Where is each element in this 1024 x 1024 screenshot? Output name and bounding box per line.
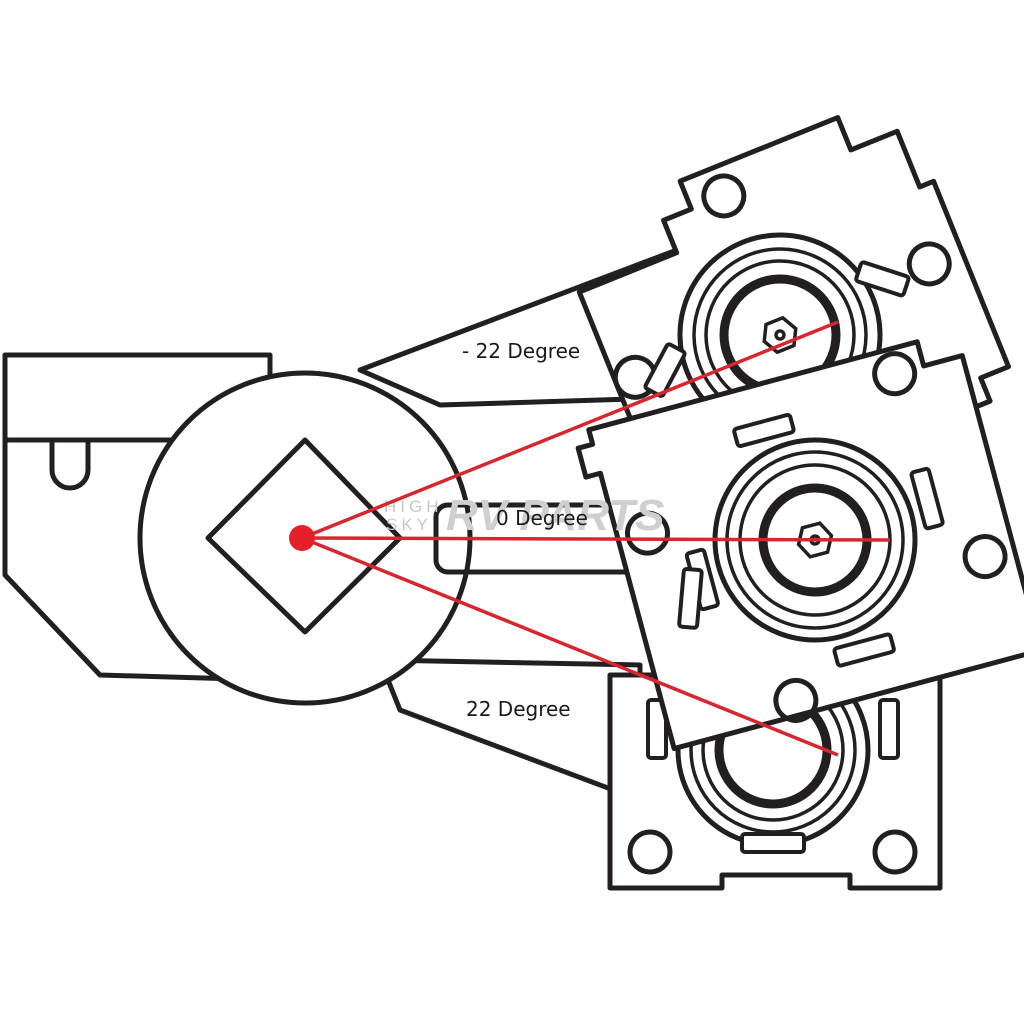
bolt-hole [701, 173, 747, 219]
square-shaft-socket [205, 437, 403, 635]
label-plus-22: 22 Degree [466, 697, 571, 721]
watermark-brand: RV PARTS [446, 491, 664, 540]
label-minus-22: - 22 Degree [462, 339, 580, 363]
angle-lines [289, 320, 891, 757]
hex-bolt-icon [762, 315, 798, 355]
bolt-hole [962, 534, 1008, 580]
lower-arm [377, 657, 643, 803]
head-zero [575, 339, 1024, 752]
angle-line-minus-22 [301, 320, 839, 540]
watermark: HIGH SKY RV PARTS [384, 491, 664, 540]
label-zero: 0 Degree [496, 506, 588, 530]
bolt-hole [627, 829, 673, 875]
watermark-line1: HIGH [384, 497, 443, 516]
angle-line-zero [301, 536, 891, 542]
bolt-hole [906, 241, 952, 287]
bolt-hole [872, 351, 918, 397]
bolt-hole [773, 677, 819, 723]
bolt-hole [872, 829, 918, 875]
watermark-line2: SKY [386, 515, 432, 534]
angle-line-plus-22 [301, 536, 839, 757]
pivot-point-icon [289, 525, 315, 551]
hex-bolt-icon [796, 521, 834, 559]
